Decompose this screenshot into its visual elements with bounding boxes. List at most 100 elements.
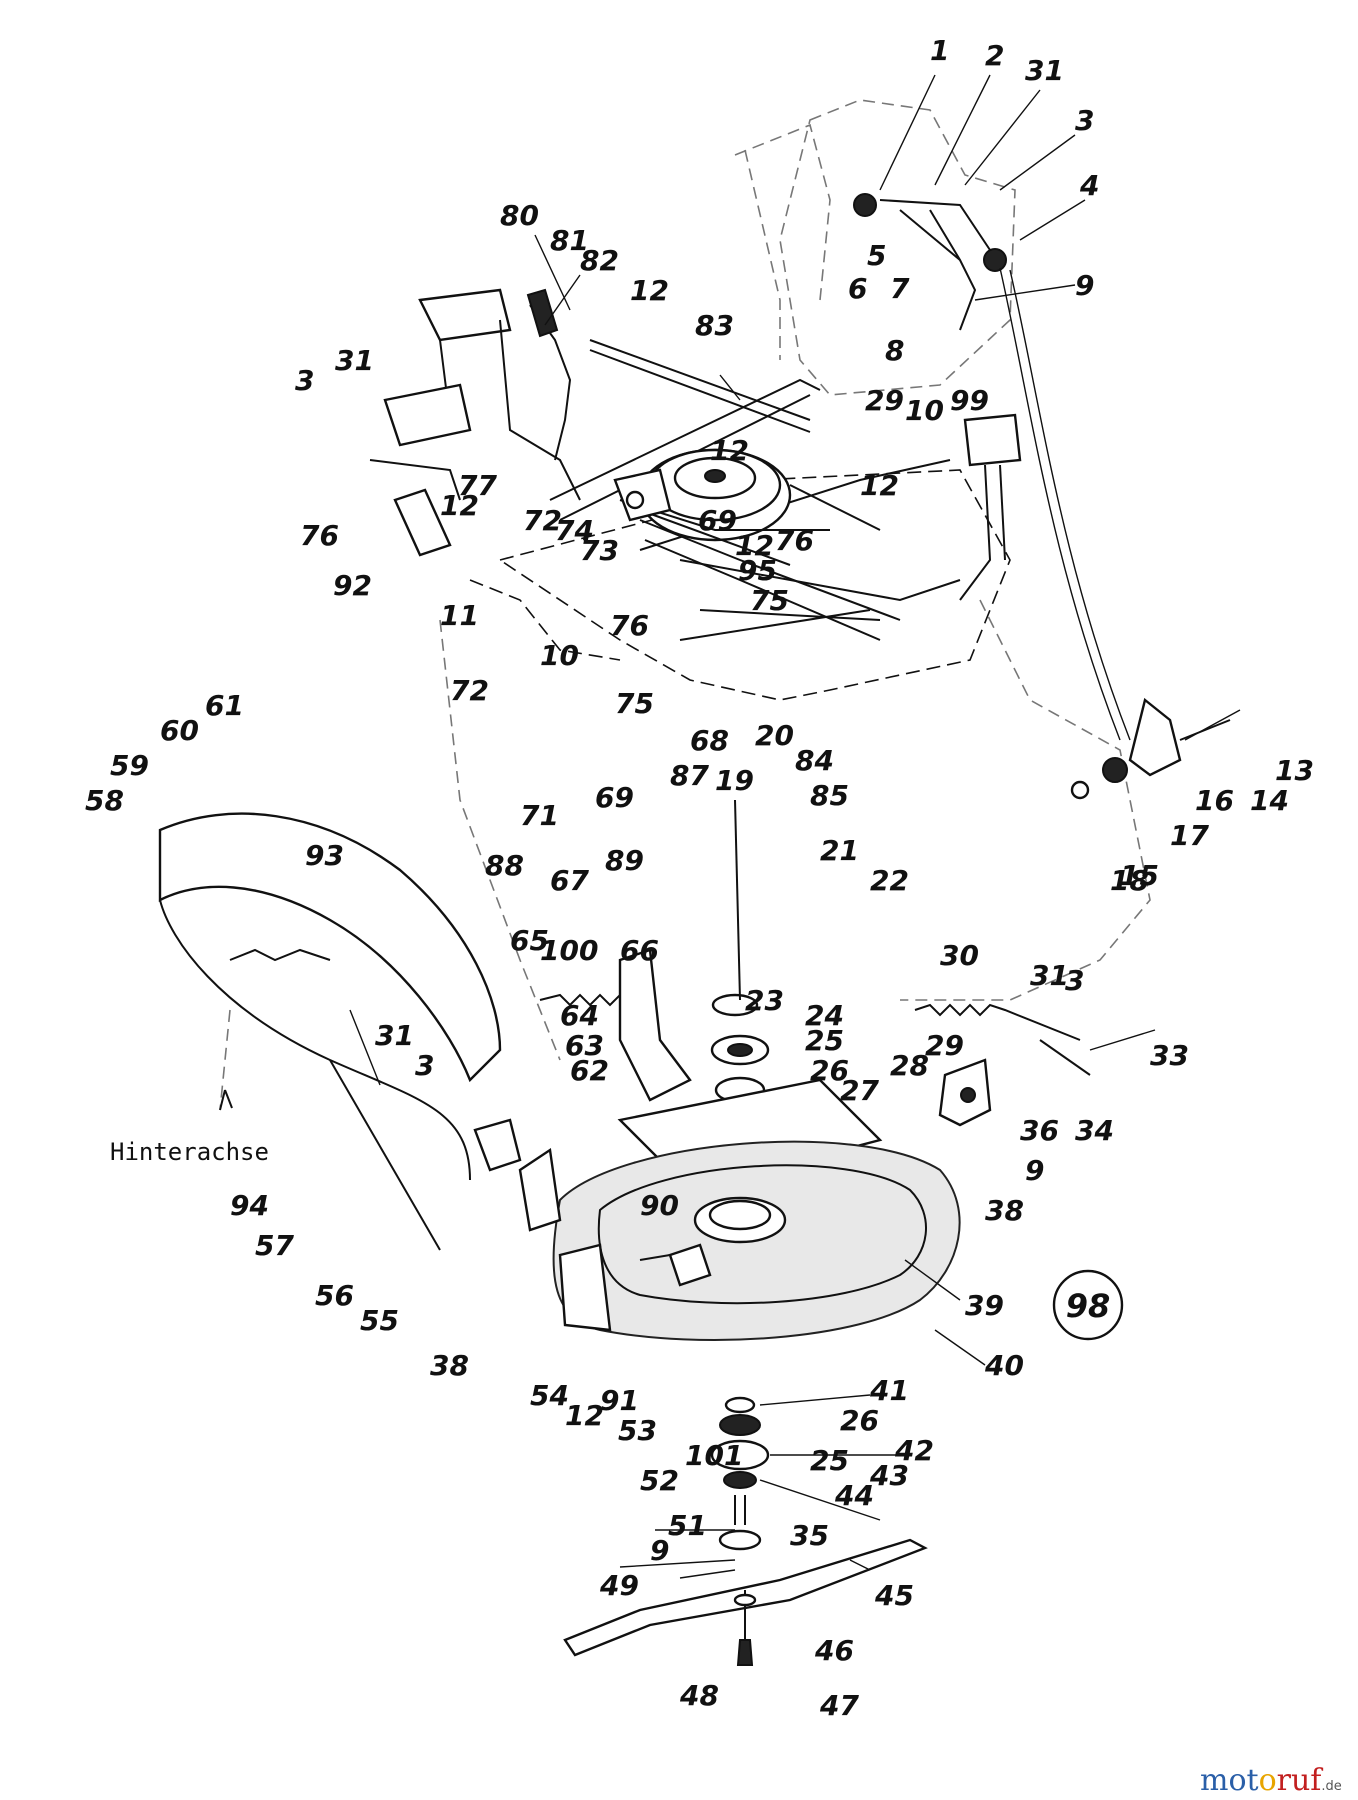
rear-bracket <box>369 383 472 557</box>
part-label: 24 <box>805 999 844 1032</box>
part-label: 3 <box>1065 964 1084 997</box>
part-label: 38 <box>430 1349 469 1382</box>
watermark-part: mot <box>1200 1763 1259 1798</box>
spindle-upper <box>710 799 770 1104</box>
seat-outline <box>734 99 1016 396</box>
part-label: 72 <box>450 674 489 707</box>
part-label: 7 <box>890 272 910 305</box>
part-label: 87 <box>670 759 709 792</box>
deck-belt <box>639 519 901 641</box>
part-label: 68 <box>690 724 729 757</box>
part-label: 94 <box>230 1189 269 1222</box>
watermark: motoruf.de <box>1200 1763 1342 1798</box>
cable-bracket <box>1070 697 1231 800</box>
part-label: 65 <box>510 924 549 957</box>
idler-arm <box>613 468 672 522</box>
svg-text:motoruf.de: motoruf.de <box>1200 1763 1342 1798</box>
part-label: 28 <box>890 1049 929 1082</box>
part-label: 100 <box>540 934 598 967</box>
left-side-shield <box>158 812 502 1251</box>
part-label: 67 <box>550 864 589 897</box>
part-label: 52 <box>640 1464 679 1497</box>
part-label: 11 <box>440 599 479 632</box>
pedal-assembly <box>959 413 1022 601</box>
part-label: 69 <box>698 504 737 537</box>
part-label: 35 <box>790 1519 829 1552</box>
part-label: 58 <box>85 784 124 817</box>
part-label: 74 <box>555 514 594 547</box>
part-label: 38 <box>985 1194 1024 1227</box>
part-label: 29 <box>865 384 904 417</box>
part-label: 82 <box>580 244 619 277</box>
leader-lines <box>349 74 1241 1579</box>
right-hanger-bracket <box>938 1039 1091 1127</box>
part-label: 84 <box>795 744 834 777</box>
left-hanger-bracket <box>473 1118 562 1232</box>
part-label: 3 <box>415 1049 434 1082</box>
watermark-part: .de <box>1321 1779 1341 1794</box>
part-label: 8 <box>885 334 904 367</box>
part-label: 90 <box>640 1189 679 1222</box>
part-label: 29 <box>925 1029 964 1062</box>
part-label: 1 <box>930 34 949 67</box>
part-label: 15 <box>1120 859 1159 892</box>
part-label: 12 <box>710 434 749 467</box>
part-label: 26 <box>840 1404 879 1437</box>
part-label: 89 <box>605 844 644 877</box>
part-label: 10 <box>905 394 944 427</box>
spindle-lower <box>710 1396 770 1551</box>
part-label: 12 <box>735 529 774 562</box>
part-label: 66 <box>620 934 659 967</box>
part-label: 31 <box>1025 54 1064 87</box>
part-label: 77 <box>458 469 497 502</box>
part-label: 16 <box>1195 784 1234 817</box>
callout-98-label: 98 <box>1066 1287 1111 1325</box>
part-label: 9 <box>1025 1154 1044 1187</box>
part-label: 62 <box>570 1054 609 1087</box>
part-label: 19 <box>715 764 754 797</box>
part-label: 55 <box>360 1304 399 1337</box>
part-label: 49 <box>599 1569 639 1602</box>
part-label: 42 <box>894 1434 934 1467</box>
part-label: 14 <box>1250 784 1289 817</box>
callout-98: 98 <box>1052 1269 1124 1341</box>
part-label: 45 <box>874 1579 914 1612</box>
part-label: 6 <box>848 272 867 305</box>
part-label: 44 <box>834 1479 874 1512</box>
part-label: 69 <box>595 781 634 814</box>
tension-spring-left <box>539 948 692 1102</box>
deck-center-hub <box>693 1196 787 1244</box>
part-label: 13 <box>1275 754 1314 787</box>
part-label: 63 <box>565 1029 604 1062</box>
part-label: 26 <box>810 1054 849 1087</box>
blade-bolt <box>733 1590 757 1666</box>
part-label: 25 <box>810 1444 849 1477</box>
part-label: 60 <box>160 714 199 747</box>
part-label: 36 <box>1020 1114 1059 1147</box>
part-label: 10 <box>540 639 579 672</box>
part-label: 4 <box>1079 169 1099 202</box>
watermark-part: o <box>1259 1763 1277 1798</box>
part-label: 31 <box>335 344 374 377</box>
part-label: 91 <box>600 1384 639 1417</box>
part-label: 5 <box>867 239 886 272</box>
part-label: 95 <box>738 554 777 587</box>
part-label: 39 <box>965 1289 1004 1322</box>
axle-label: Hinterachse <box>110 1138 269 1166</box>
part-label: 73 <box>580 534 619 567</box>
control-lever-assembly <box>853 193 1007 331</box>
part-label: 18 <box>1110 864 1149 897</box>
part-label: 59 <box>110 749 149 782</box>
part-label: 12 <box>630 274 669 307</box>
part-label: 53 <box>618 1414 657 1447</box>
part-label: 25 <box>805 1024 844 1057</box>
part-label: 76 <box>610 609 649 642</box>
part-label: 75 <box>750 584 789 617</box>
part-label: 33 <box>1150 1039 1189 1072</box>
part-label: 3 <box>295 364 314 397</box>
tension-spring-right <box>914 1003 1081 1041</box>
part-label: 48 <box>679 1679 719 1712</box>
lift-lever <box>526 288 572 461</box>
part-label: 12 <box>565 1399 604 1432</box>
